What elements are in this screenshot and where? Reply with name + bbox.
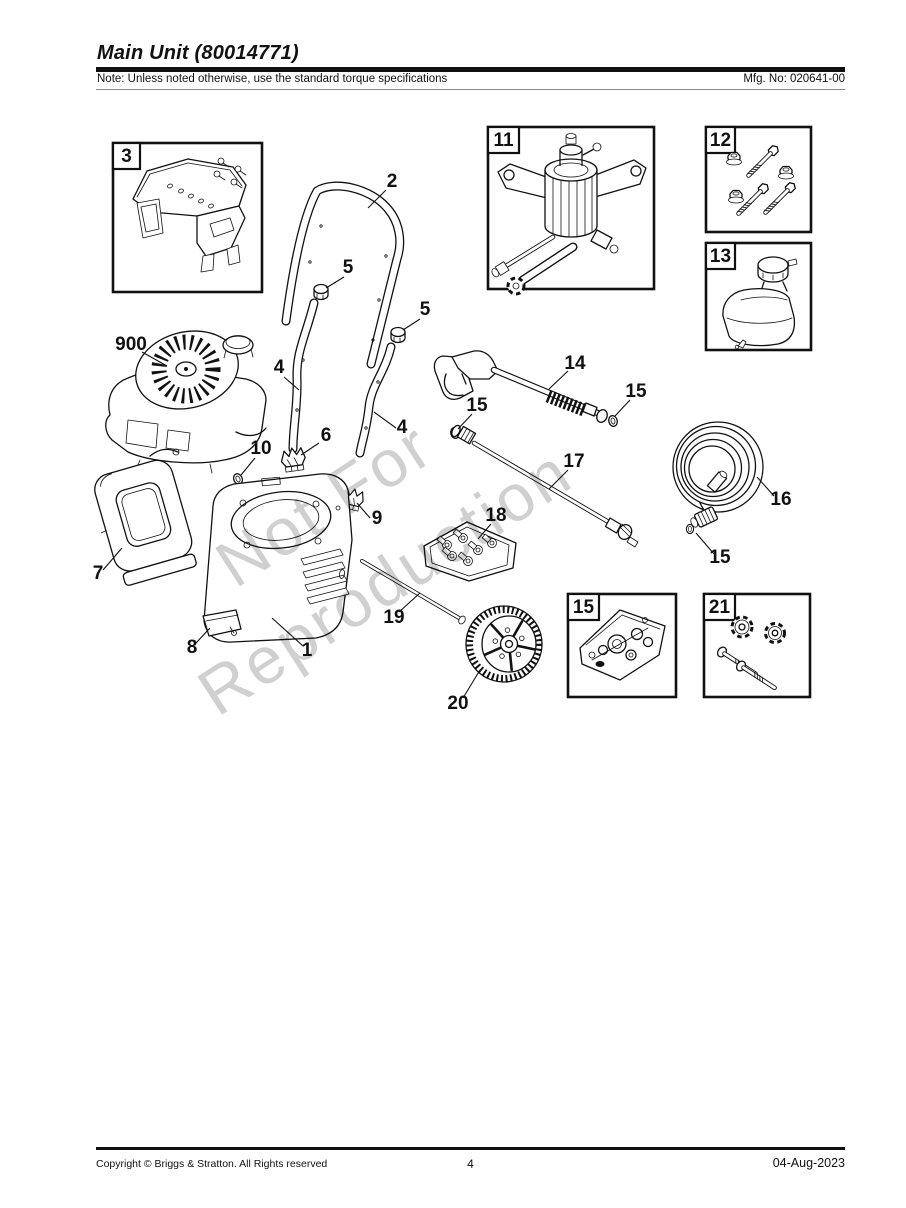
callout-15: 15 [709, 547, 731, 568]
part-15-panel-kit [579, 609, 666, 681]
callout-16: 16 [770, 489, 791, 510]
callout-9: 9 [372, 508, 383, 529]
callout-15: 15 [466, 395, 488, 416]
callout-900: 900 [115, 334, 147, 355]
part-14-spray-gun [433, 350, 608, 423]
part-18-nozzle-kit [423, 521, 517, 582]
box-label-3: 3 [121, 146, 132, 167]
box-label-21: 21 [709, 597, 731, 618]
callout-15: 15 [625, 381, 647, 402]
callout-17: 17 [563, 451, 584, 472]
callout-2: 2 [387, 171, 398, 192]
inset-box-11: 11 [486, 125, 656, 296]
part-21-knobs-and-bolts [716, 615, 786, 692]
part-16-high-pressure-hose [672, 421, 764, 528]
part-15-oring-gun [606, 414, 620, 428]
part-15-oring-hose [685, 523, 695, 535]
part-4-lower-handle-right [355, 342, 396, 458]
inset-box-3: 3 [111, 141, 264, 294]
footer-copyright: Copyright © Briggs & Stratton. All Right… [96, 1158, 328, 1170]
callout-4: 4 [274, 357, 285, 378]
callout-14: 14 [564, 353, 586, 374]
part-20-wheel [465, 605, 543, 683]
part-4-lower-handle-left [288, 298, 319, 454]
part-5-handle-cap-left [313, 283, 329, 301]
part-3-control-panel [132, 157, 247, 273]
callout-5: 5 [420, 299, 431, 320]
callout-4: 4 [397, 417, 408, 438]
callout-1: 1 [302, 640, 313, 661]
part-7-handle-support [94, 459, 197, 586]
inset-box-21: 21 [702, 592, 812, 699]
callout-labels: 2 5 5 4 4 900 6 10 9 7 8 1 14 15 15 15 1… [93, 171, 792, 714]
inset-box-12: 12 [704, 125, 813, 234]
callout-leader-lines [102, 189, 775, 699]
inset-box-15: 15 [566, 592, 678, 699]
inset-box-13: 13 [704, 241, 813, 352]
footer-rule [96, 1147, 845, 1150]
part-2-upper-handle [281, 181, 405, 369]
part-1-base-cover [203, 473, 353, 643]
callout-8: 8 [187, 637, 198, 658]
footer-date: 04-Aug-2023 [772, 1156, 845, 1170]
header-rule-thin [96, 89, 845, 90]
callout-5: 5 [343, 257, 354, 278]
box-label-15: 15 [573, 597, 595, 618]
callout-7: 7 [93, 563, 104, 584]
callout-10: 10 [250, 438, 271, 459]
callout-19: 19 [383, 607, 404, 628]
box-label-11: 11 [493, 130, 514, 151]
header-rule-thick [96, 67, 845, 72]
box-label-12: 12 [710, 130, 731, 151]
mfg-number: Mfg. No: 020641-00 [743, 73, 845, 85]
box-label-13: 13 [710, 246, 731, 267]
callout-20: 20 [447, 693, 468, 714]
part-13-detergent-tank [722, 256, 798, 350]
part-8-support-foot [202, 609, 242, 637]
part-11-pump-assembly [491, 133, 647, 296]
part-900-engine [105, 330, 267, 474]
callout-6: 6 [321, 425, 332, 446]
part-19-axle [360, 559, 466, 625]
page-title: Main Unit (80014771) [97, 42, 299, 64]
torque-note: Note: Unless noted otherwise, use the st… [97, 73, 448, 85]
callout-18: 18 [485, 505, 506, 526]
part-6-handle-clamp [279, 445, 308, 474]
footer-page-number: 4 [467, 1157, 474, 1171]
part-17-lance-hose [451, 424, 639, 548]
